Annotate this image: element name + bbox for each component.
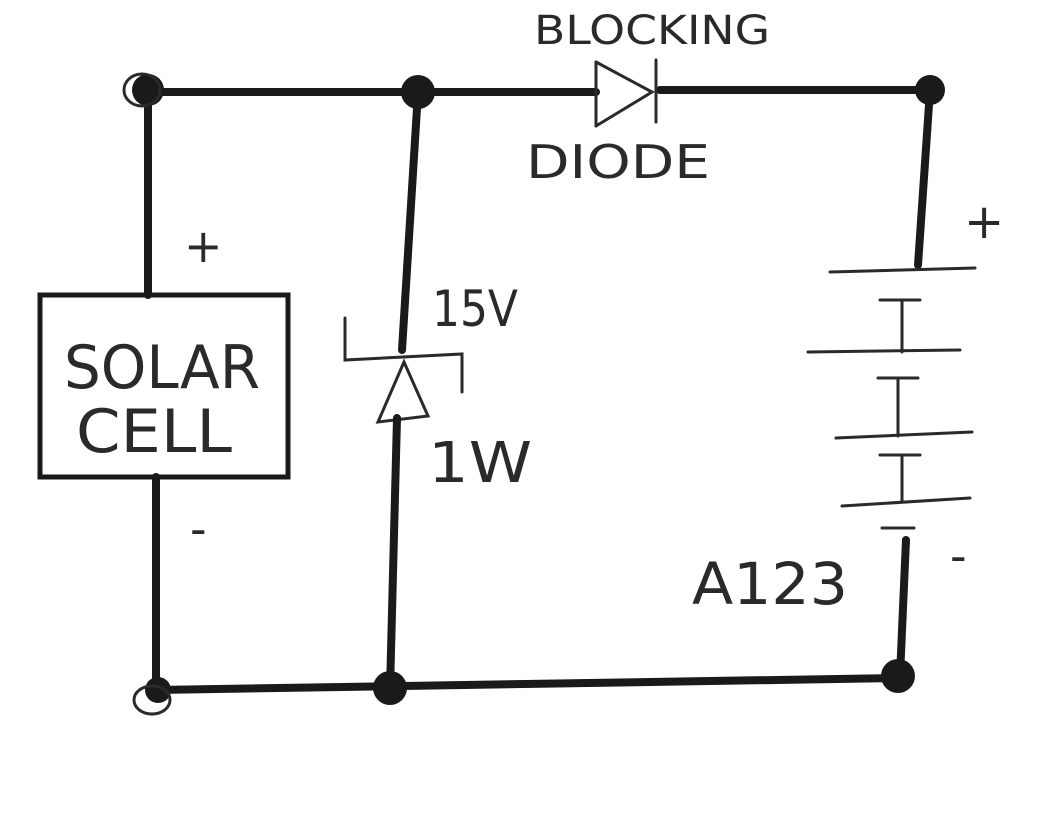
battery-minus-label: - bbox=[950, 529, 967, 583]
junction-dot-top-middle bbox=[401, 75, 435, 109]
battery-lead-bottom bbox=[896, 536, 910, 680]
zener-lead-bottom bbox=[386, 414, 401, 694]
solar-cell-plus-label: + bbox=[184, 219, 223, 273]
junction-dot-bottom-right bbox=[881, 659, 915, 693]
junction-ring-bottom-left bbox=[132, 684, 172, 716]
battery-plate-3 bbox=[806, 348, 962, 354]
zener-triangle-symbol bbox=[375, 358, 431, 424]
diode-triangle-symbol bbox=[594, 60, 656, 128]
battery-plate-7 bbox=[840, 496, 972, 508]
bottom-wire bbox=[152, 674, 902, 694]
blocking-diode-label-line1: BLOCKING bbox=[534, 8, 770, 54]
zener-lead-top bbox=[398, 88, 422, 354]
solar-cell-label-line2: CELL bbox=[76, 397, 233, 467]
battery-label: A123 bbox=[692, 550, 848, 618]
solar-cell-box bbox=[37, 292, 291, 480]
junction-dot-bottom-left bbox=[145, 677, 171, 703]
zener-bar-symbol bbox=[343, 316, 464, 394]
battery-plus-label: + bbox=[964, 194, 1004, 250]
solar-cell-minus-label: - bbox=[190, 502, 207, 556]
zener-power-label: 1W bbox=[428, 431, 532, 496]
junction-ring-top-left bbox=[122, 72, 162, 108]
battery-lead-top bbox=[914, 86, 934, 269]
junction-dot-bottom-middle bbox=[373, 671, 407, 705]
blocking-diode-label-line2: DIODE bbox=[526, 135, 710, 189]
zener-voltage-label: 15V bbox=[432, 280, 518, 338]
battery-plate-5 bbox=[834, 430, 974, 440]
battery-plate-1 bbox=[828, 266, 977, 274]
solar-cell-label-line1: SOLAR bbox=[64, 333, 260, 403]
junction-dot-top-right bbox=[915, 75, 945, 105]
